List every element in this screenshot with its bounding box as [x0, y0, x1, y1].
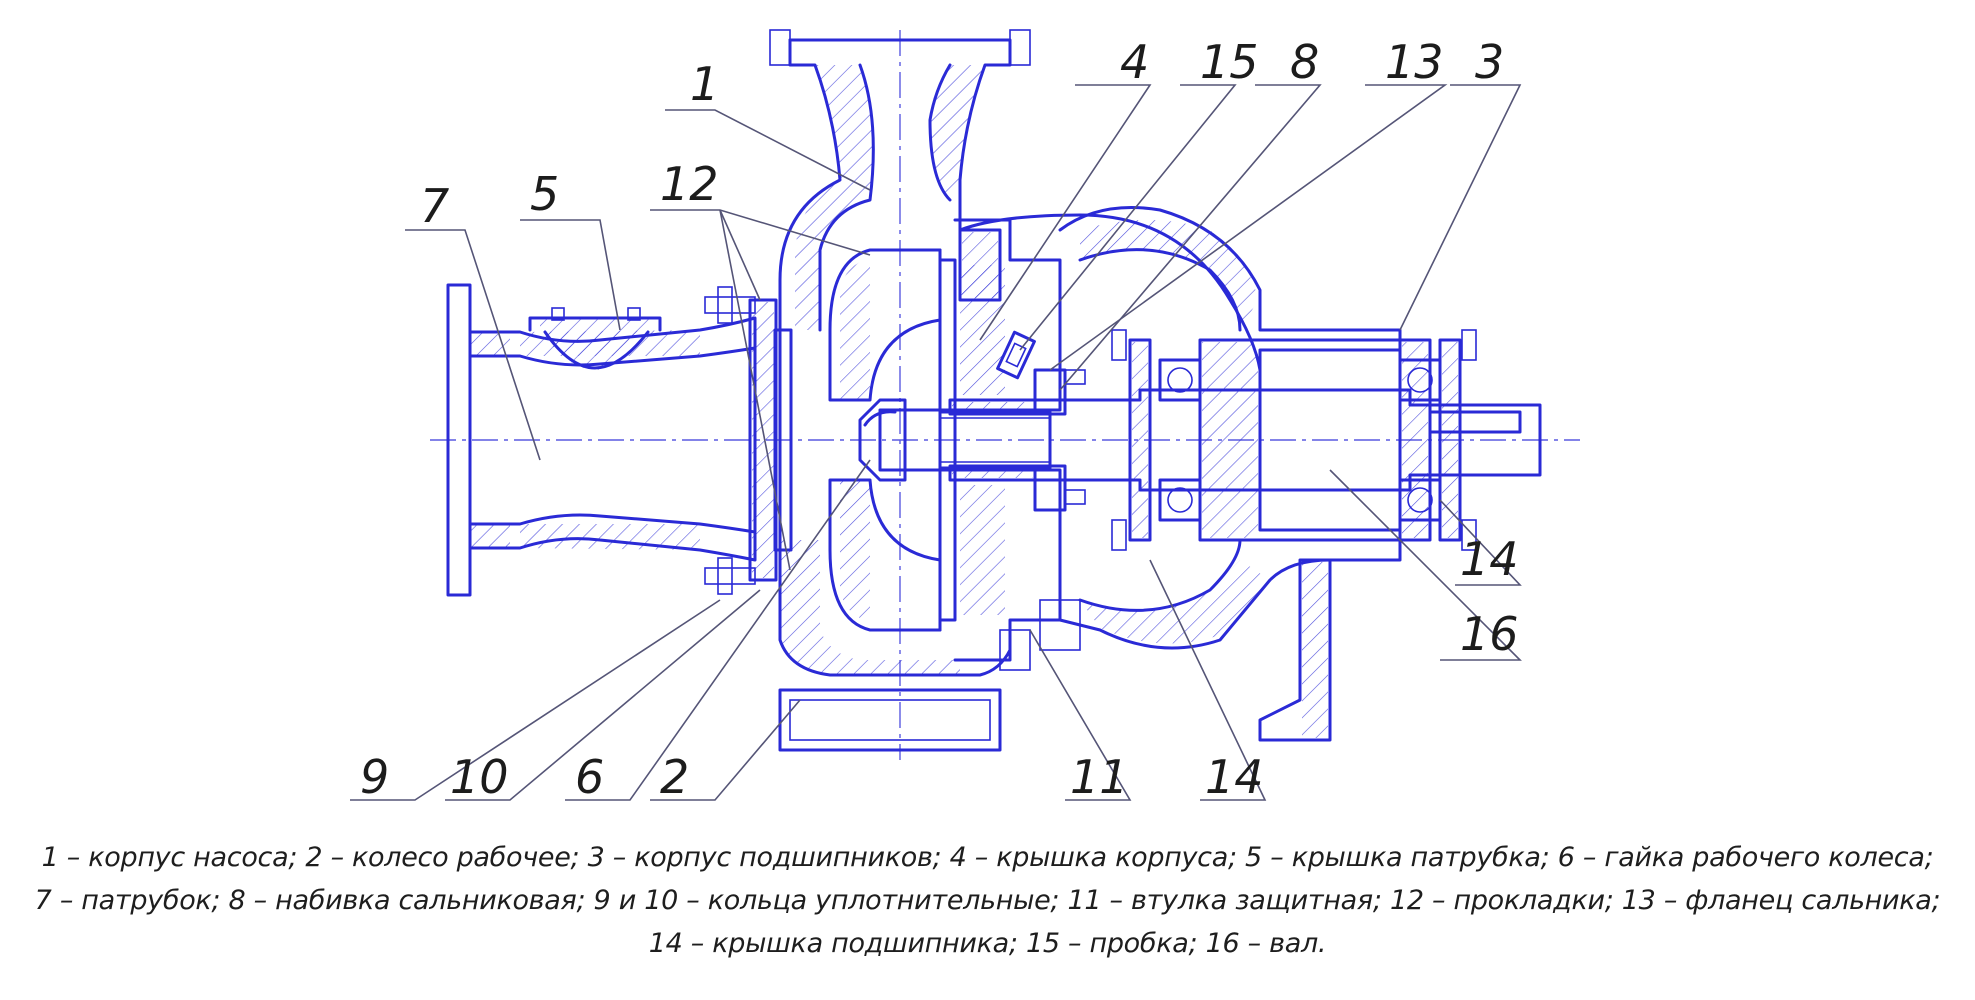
callout-5: 5 — [530, 167, 559, 221]
legend-line-3: 14 – крышка подшипника; 15 – пробка; 16 … — [648, 928, 1327, 959]
impeller — [828, 248, 957, 632]
bearing-housing — [1058, 206, 1432, 650]
plug — [996, 330, 1036, 380]
callout-4: 4 — [1120, 35, 1149, 89]
callout-1: 1 — [690, 57, 719, 111]
callout-7: 7 — [420, 179, 449, 233]
legend-line-2: 7 – патрубок; 8 – набивка сальниковая; 9… — [34, 885, 1941, 916]
callout-6: 6 — [575, 750, 604, 804]
support-foot — [1258, 558, 1332, 742]
callout-8: 8 — [1290, 35, 1319, 89]
bearing-cover-rear — [1438, 329, 1477, 551]
leader-lines — [350, 84, 1522, 801]
callout-10: 10 — [450, 750, 509, 804]
legend-line-1: 1 – корпус насоса; 2 – колесо рабочее; 3… — [41, 842, 1934, 873]
protective-sleeve — [938, 410, 1052, 470]
callout-15: 15 — [1200, 35, 1259, 89]
callout-14-rear: 14 — [1460, 532, 1519, 586]
callout-3: 3 — [1475, 35, 1504, 89]
impeller-nut — [858, 398, 907, 482]
casing-cover — [953, 218, 1081, 671]
callout-12: 12 — [660, 157, 719, 211]
callout-14-front: 14 — [1205, 750, 1264, 804]
callout-11: 11 — [1070, 750, 1129, 804]
callout-2: 2 — [660, 750, 689, 804]
callout-9: 9 — [360, 750, 389, 804]
callout-16: 16 — [1460, 607, 1519, 661]
bearing-cover-front — [1111, 329, 1152, 551]
pipe-cover — [528, 307, 662, 370]
suction-flange — [704, 286, 793, 595]
callout-13: 13 — [1385, 35, 1444, 89]
